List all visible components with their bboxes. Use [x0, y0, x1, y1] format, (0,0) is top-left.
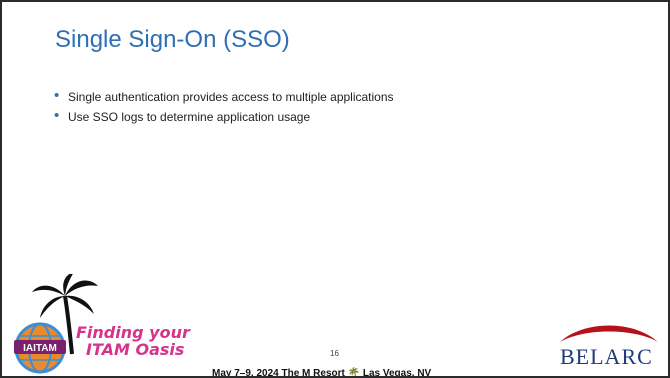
- belarc-logo: [560, 325, 658, 342]
- bullet-icon: •: [54, 107, 60, 124]
- iaitam-event-logo: IAITAM: [14, 274, 98, 374]
- palm-tree-icon: 🌴: [347, 368, 361, 378]
- bullet-item: • Use SSO logs to determine application …: [54, 107, 394, 127]
- tagline-line2: ITAM Oasis: [86, 340, 185, 359]
- footer-part2: Las Vegas, NV: [362, 368, 432, 378]
- bullet-text: Use SSO logs to determine application us…: [68, 110, 311, 124]
- belarc-arc-icon: [560, 325, 658, 342]
- event-tagline: Finding your ITAM Oasis: [76, 324, 190, 358]
- bullet-icon: •: [54, 87, 60, 104]
- badge-text: IAITAM: [23, 343, 57, 354]
- footer-date-venue: May 7–9, 2024 The M Resort 🌴 Las Vegas, …: [212, 368, 432, 378]
- page-number: 16: [330, 349, 339, 358]
- bullet-list: • Single authentication provides access …: [54, 87, 394, 127]
- globe-icon: [14, 322, 66, 374]
- bullet-text: Single authentication provides access to…: [68, 90, 394, 104]
- tagline-line1: Finding your: [76, 323, 190, 342]
- belarc-wordmark: BELARC: [560, 344, 653, 369]
- bullet-item: • Single authentication provides access …: [54, 87, 394, 107]
- palm-tree-icon: [32, 274, 98, 355]
- slide-title: Single Sign-On (SSO): [55, 26, 290, 53]
- footer-part1: May 7–9, 2024 The M Resort: [212, 368, 345, 378]
